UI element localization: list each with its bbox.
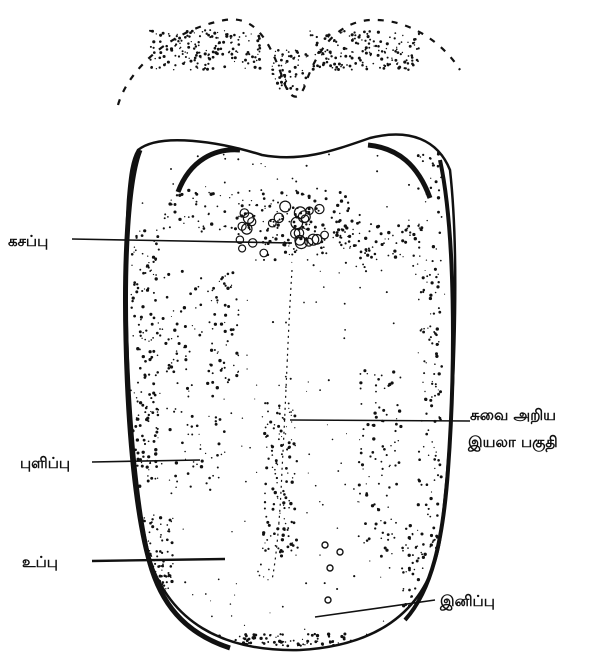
label-non-taste-area-line1: சுவை அறிய — [470, 406, 556, 424]
bitter-leader-line — [72, 239, 292, 243]
label-sweet: இனிப்பு — [439, 592, 495, 611]
papilla — [321, 231, 329, 239]
sour-leader-line — [92, 460, 200, 462]
tongue-stipple — [129, 140, 445, 647]
tongue — [126, 135, 456, 651]
papilla — [269, 219, 277, 227]
salt-leader-line — [92, 559, 225, 561]
label-sour: புளிப்பு — [20, 454, 70, 472]
tongue-right-edge-thick — [405, 160, 453, 620]
papilla — [325, 597, 331, 603]
papilla — [260, 249, 268, 257]
left-back-fold — [178, 150, 240, 192]
sweet-leader-line — [315, 600, 435, 617]
label-salt: உப்பு — [22, 553, 58, 571]
non-taste-leader-line — [290, 420, 470, 421]
tip-papillae — [322, 542, 343, 603]
tongue-left-edge-thick — [126, 150, 230, 648]
label-non-taste-area-line2: இயலா பகுதி — [467, 433, 558, 452]
palate-stipple — [149, 29, 420, 91]
papilla — [280, 201, 291, 212]
taste-labels: கசப்பு சுவை அறிய இயலா பகுதி புளிப்பு உப்… — [8, 232, 558, 611]
upper-palate — [118, 19, 460, 105]
papilla — [322, 542, 328, 548]
papilla — [327, 565, 333, 571]
label-bitter: கசப்பு — [8, 232, 48, 250]
papilla — [239, 245, 246, 252]
papilla — [337, 549, 343, 555]
